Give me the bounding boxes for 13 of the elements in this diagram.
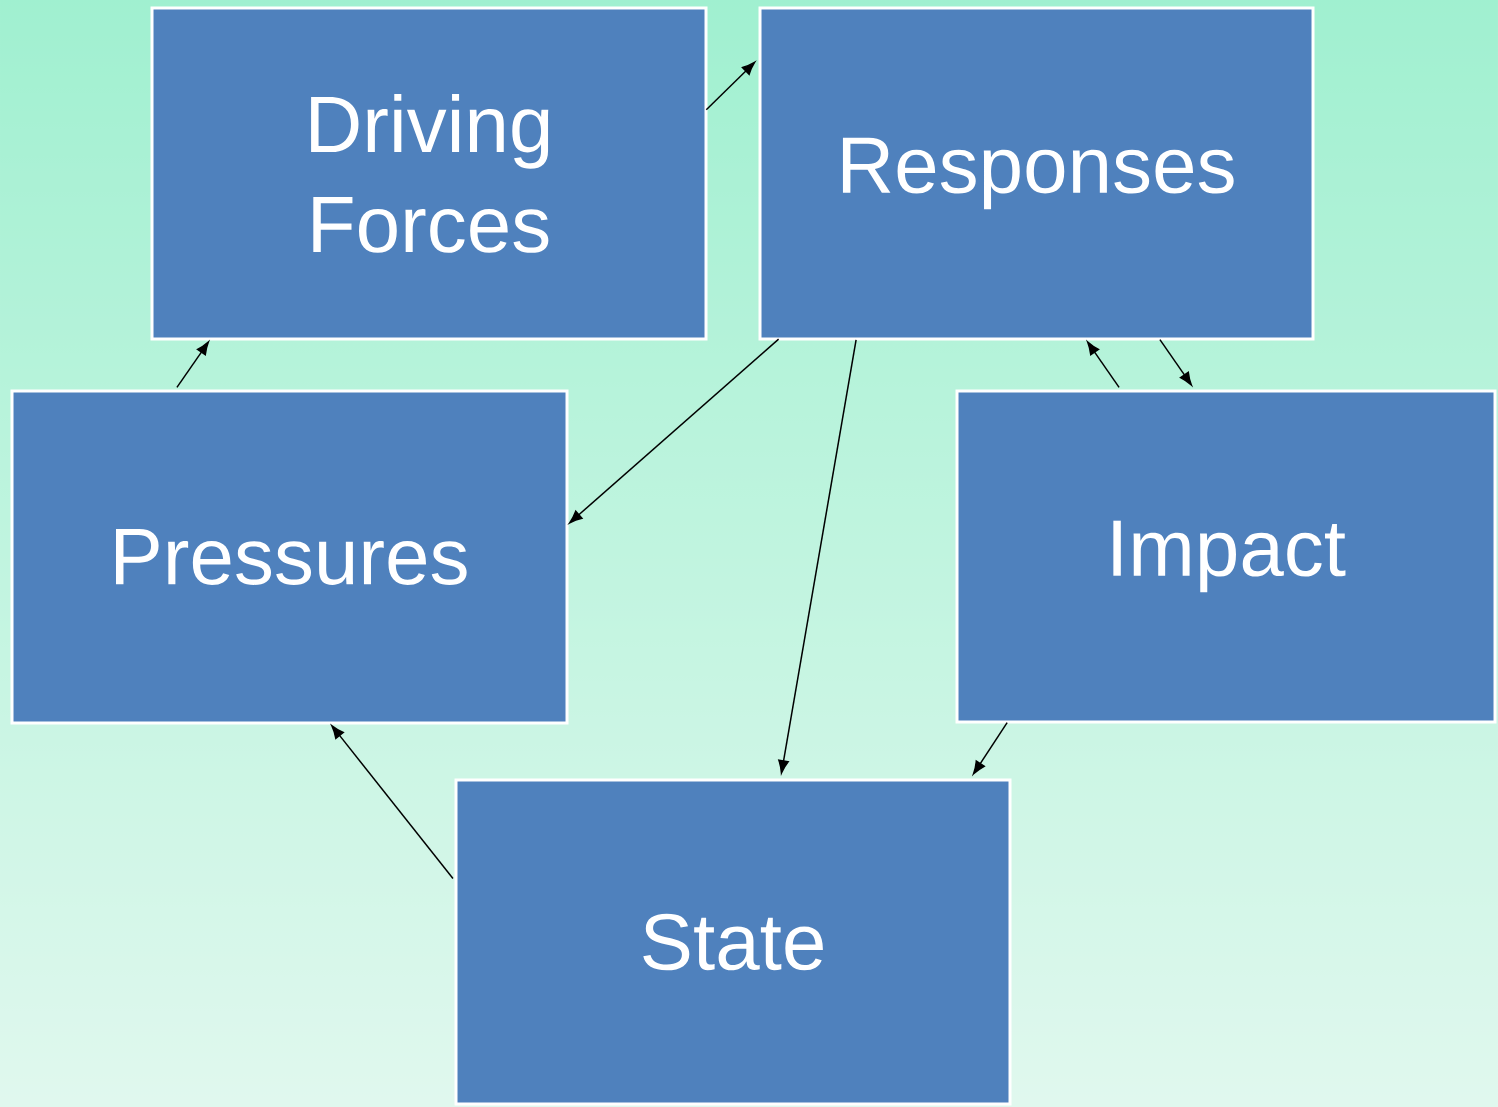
arrow — [1159, 338, 1193, 386]
arrow — [705, 61, 756, 111]
process-box: Responses — [758, 6, 1315, 341]
arrow — [1086, 341, 1120, 389]
process-box: Driving Forces — [150, 6, 708, 341]
arrow — [176, 341, 210, 389]
arrow — [568, 338, 780, 524]
process-box: Impact — [955, 389, 1497, 724]
arrow — [778, 339, 857, 774]
process-box: State — [454, 778, 1012, 1106]
arrow — [972, 721, 1008, 775]
arrow — [331, 725, 454, 880]
process-box: Pressures — [10, 389, 569, 725]
